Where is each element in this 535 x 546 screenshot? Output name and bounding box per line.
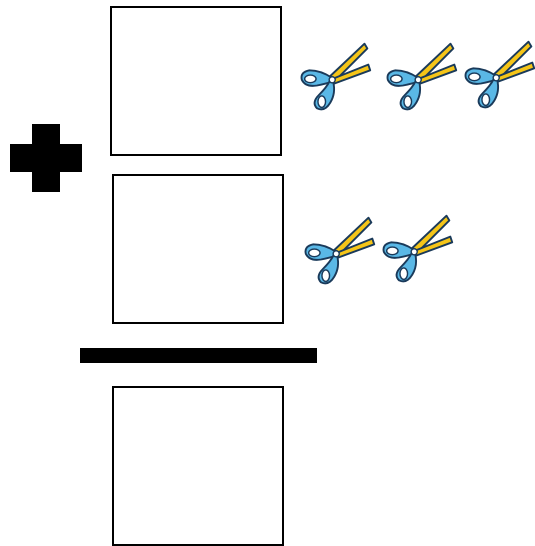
addend-box-2[interactable]	[112, 174, 284, 324]
scissors-icon	[382, 214, 454, 283]
scissors-icon	[300, 42, 372, 111]
scissors-icon	[386, 42, 458, 111]
plus-sign-icon	[10, 124, 82, 192]
scissors-icon	[304, 216, 376, 285]
sum-line	[80, 348, 317, 363]
scissors-icon	[464, 40, 535, 109]
answer-box[interactable]	[112, 386, 284, 546]
addend-box-1[interactable]	[110, 6, 282, 156]
